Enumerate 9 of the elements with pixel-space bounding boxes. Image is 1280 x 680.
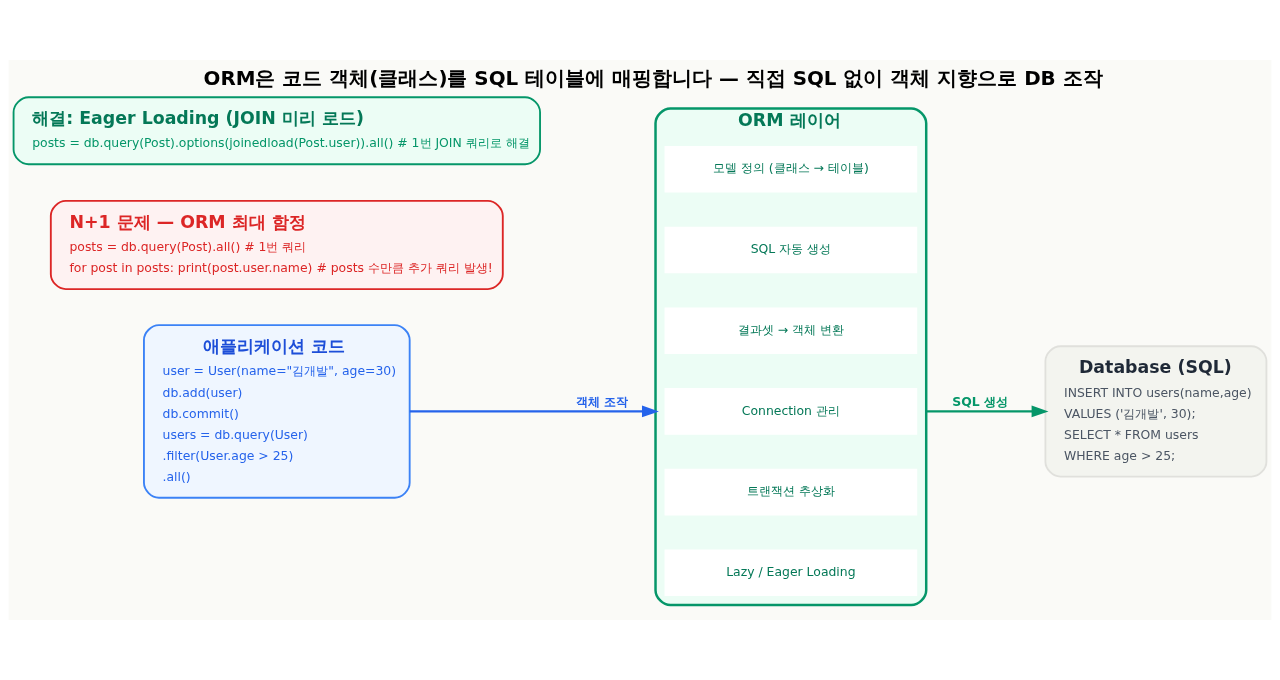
node-box: 해결: Eager Loading (JOIN 미리 로드) posts = db.query(Post).options(joinedload(Post.user)).all() # 1번 JOIN 쿼리로 해결	[12, 96, 541, 166]
node-box: Database (SQL) INSERT INTO users(name,age) VALUES ('김개발', 30); SELECT * FROM users WHERE age > 25;	[1044, 345, 1268, 478]
arrow	[926, 405, 1049, 418]
diagram-title: ORM은 코드 객체(클래스)를 SQL 테이블에 매핑합니다 — 직접 SQL 없이 객체 지향으로 DB 조작	[203, 66, 1103, 90]
node-box: 애플리케이션 코드 user = User(name="김개발", age=30) db.add(user) db.commit() users = db.query(User) .filter(User.age > 25) .all()	[143, 324, 411, 499]
arrow	[409, 405, 659, 418]
node-box: N+1 문제 — ORM 최대 함정 posts = db.query(Post).all() # 1번 쿼리 for post in posts: print(post.user.name) # posts 수만큼 추가 쿼리 발생!	[49, 200, 504, 290]
edge-label: SQL 생성	[952, 394, 1008, 410]
edge-label: 객체 조작	[576, 394, 629, 410]
